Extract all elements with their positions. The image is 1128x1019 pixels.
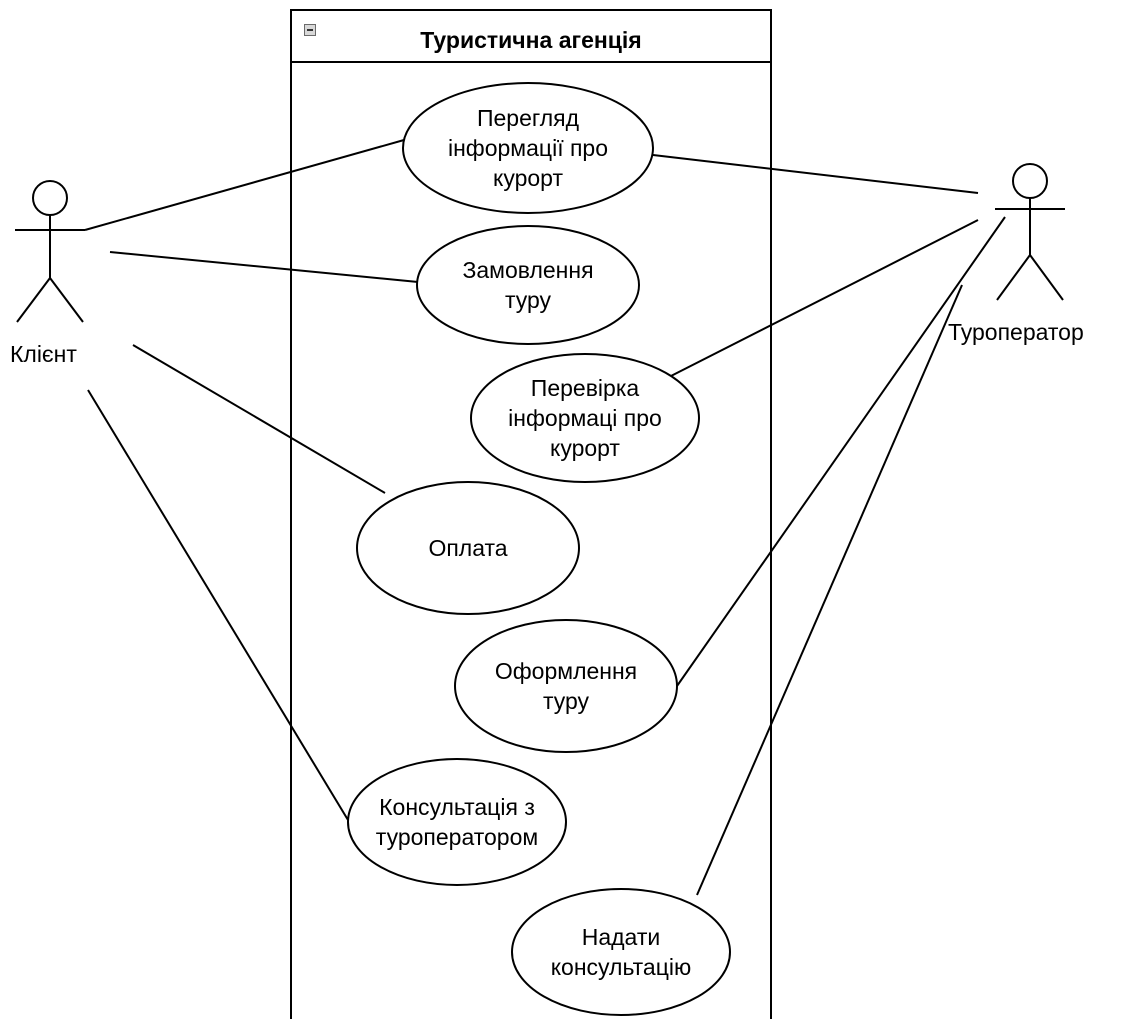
- actor-client-head: [32, 180, 68, 216]
- actor-operator-head: [1012, 163, 1048, 199]
- association-operator-give-consultation[interactable]: [696, 284, 963, 896]
- usecase-check-info-label: Перевірка інформаці про курорт: [508, 375, 662, 461]
- actor-operator[interactable]: [995, 163, 1065, 301]
- system-title: Туристична агенція: [420, 27, 642, 53]
- actor-client-label: Клієнт: [10, 341, 77, 367]
- actor-operator-label: Туроператор: [948, 319, 1084, 345]
- usecase-arrange-tour[interactable]: [454, 619, 678, 753]
- collapse-toggle-icon[interactable]: [304, 24, 316, 36]
- association-operator-view-info[interactable]: [652, 154, 979, 194]
- usecase-view-info[interactable]: [402, 82, 654, 214]
- usecase-arrange-tour-label: Оформлення туру: [494, 658, 638, 714]
- association-client-consultation[interactable]: [87, 389, 349, 821]
- usecase-order-tour-label: Замовлення туру: [462, 257, 594, 313]
- usecase-order-tour[interactable]: [416, 225, 640, 345]
- usecase-consultation-label: Консультація з туроператором: [375, 794, 539, 850]
- usecase-check-info[interactable]: [470, 353, 700, 483]
- usecase-view-info-label: Перегляд інформації про курорт: [447, 105, 609, 191]
- association-operator-check-info[interactable]: [666, 219, 979, 379]
- usecase-payment[interactable]: [356, 481, 580, 615]
- usecase-give-consultation[interactable]: [511, 888, 731, 1016]
- usecase-consultation[interactable]: [347, 758, 567, 886]
- actor-client[interactable]: [15, 180, 85, 323]
- association-operator-arrange-tour[interactable]: [676, 216, 1006, 687]
- association-client-view-info[interactable]: [84, 139, 405, 231]
- associations: [84, 139, 1006, 896]
- usecase-give-consultation-label: Надати консультацію: [550, 924, 692, 980]
- association-client-order-tour[interactable]: [109, 251, 419, 283]
- system-boundary[interactable]: [290, 9, 772, 1019]
- association-client-payment[interactable]: [132, 344, 386, 494]
- usecase-payment-label: Оплата: [428, 535, 508, 561]
